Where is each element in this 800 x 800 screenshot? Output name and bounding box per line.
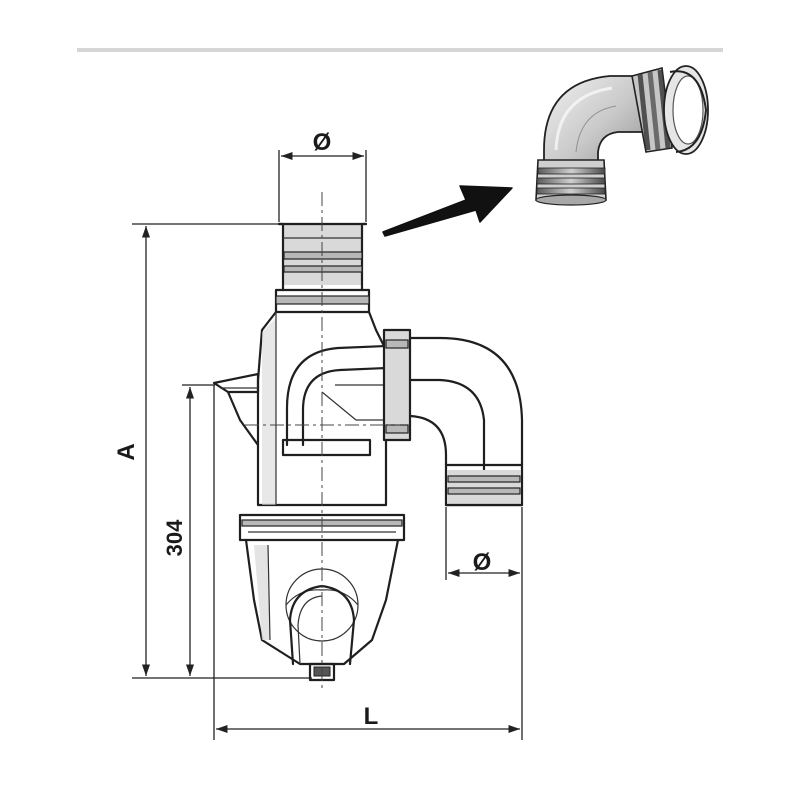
label-diameter-side: Ø	[473, 549, 492, 576]
pipe-elbow-icon	[535, 65, 709, 206]
label-height-a: A	[113, 443, 140, 460]
filter-body	[212, 192, 524, 690]
label-length-l: L	[364, 703, 379, 730]
right-arrow-icon	[382, 185, 513, 237]
label-height-304: 304	[162, 519, 187, 556]
dimension-height-a	[132, 223, 312, 679]
dimension-height-304	[182, 384, 215, 740]
dimension-top-diameter	[278, 150, 367, 222]
label-diameter-top: Ø	[313, 129, 332, 156]
dimension-side-diameter	[445, 507, 523, 740]
